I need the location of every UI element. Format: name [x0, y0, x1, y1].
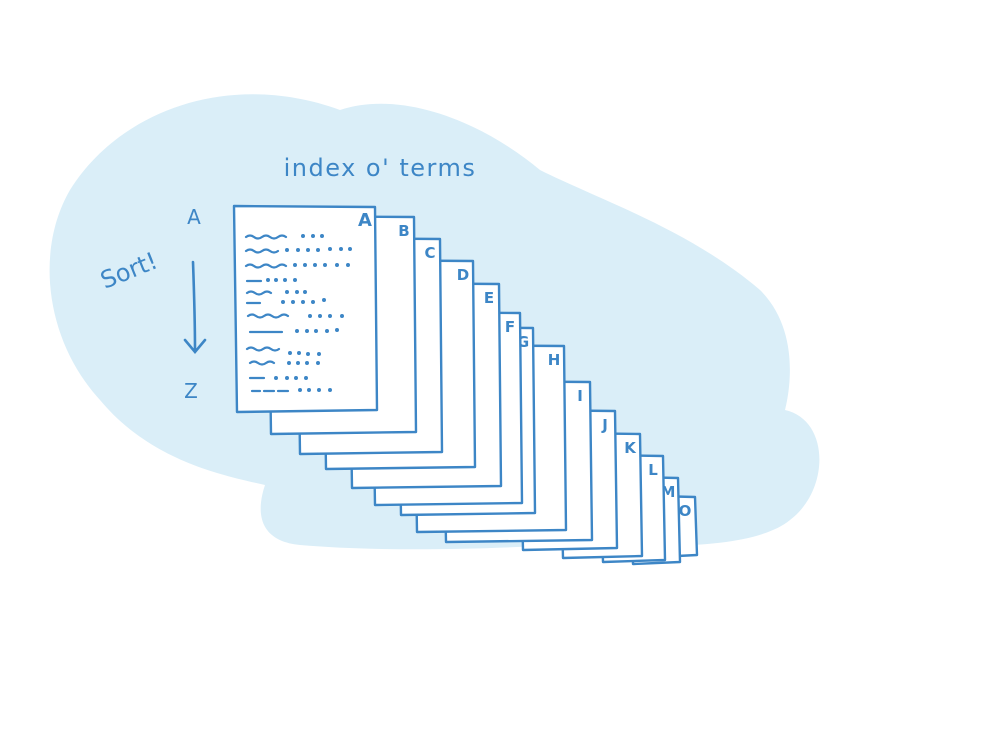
page-tab-letter: F — [505, 318, 515, 336]
sort-arrow — [183, 260, 207, 355]
page-tab-letter: I — [577, 387, 583, 405]
index-entries — [244, 234, 352, 393]
page-tab-letter: J — [601, 416, 608, 434]
page-tab-letter: D — [457, 266, 469, 284]
page-tab-letter: L — [648, 461, 658, 479]
entry-line — [244, 248, 280, 254]
page-tab-letter: A — [358, 210, 372, 231]
page-tab-letter: B — [398, 222, 409, 240]
entry-line — [246, 313, 290, 319]
entry-line — [244, 234, 288, 240]
page-tab-letter: H — [548, 351, 561, 369]
axis-end-label: Z — [184, 379, 198, 403]
entry-dots — [266, 234, 352, 392]
entry-line — [244, 263, 288, 269]
page-tab-letter: K — [624, 439, 637, 457]
page-tab-letter: E — [484, 289, 494, 307]
page-tab-letter: C — [424, 244, 435, 262]
entry-line — [245, 290, 273, 296]
diagram-title: index o' terms — [284, 154, 477, 182]
entry-line — [248, 360, 276, 366]
axis-start-label: A — [187, 205, 201, 229]
entry-line — [245, 346, 281, 352]
page-tab-letter: O — [679, 502, 692, 520]
